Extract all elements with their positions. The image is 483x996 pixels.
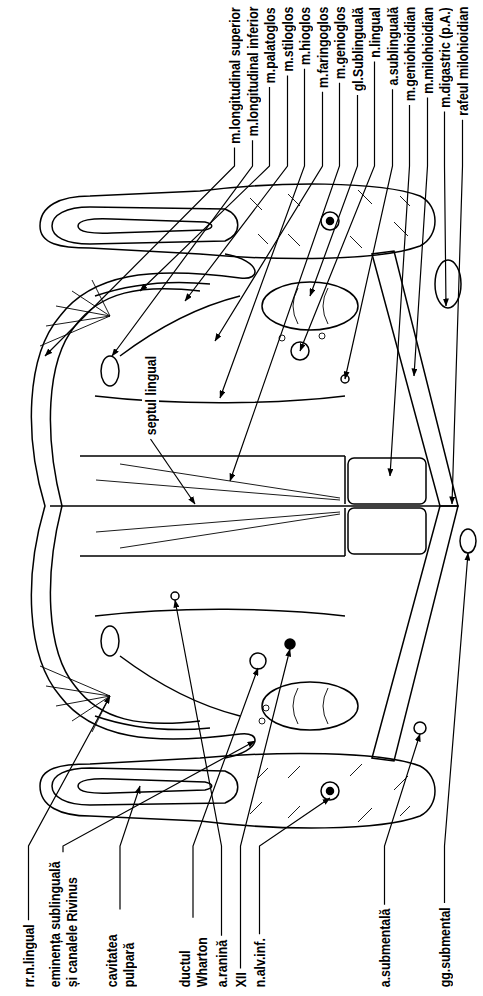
anatomy-label: cavitatea pulpară bbox=[103, 913, 137, 988]
leader-line bbox=[151, 439, 196, 504]
anatomy-label: XII bbox=[232, 971, 249, 988]
anatomy-label: a.sublinguală bbox=[384, 6, 401, 86]
leader-line bbox=[345, 89, 393, 379]
digastric-belly bbox=[435, 260, 461, 308]
anatomy-label: gg.submental bbox=[436, 906, 453, 988]
sublingual-fold bbox=[225, 254, 255, 278]
genioglossus-muscle bbox=[80, 456, 345, 504]
small-vessel bbox=[319, 333, 325, 339]
anatomy-label: m.hioglos bbox=[296, 6, 313, 66]
pulp-cavity bbox=[78, 219, 212, 233]
leader-line bbox=[112, 140, 253, 356]
anatomy-label: m.faringoglos bbox=[314, 6, 331, 89]
leader-line bbox=[385, 734, 421, 905]
anatomy-label: m.geniohioidian bbox=[401, 6, 418, 102]
anatomy-label: septul lingual bbox=[142, 355, 159, 436]
alveolar-canal bbox=[321, 212, 339, 230]
anatomy-label: rafeul milohioidian bbox=[454, 6, 471, 117]
ranine-artery bbox=[171, 592, 179, 600]
hypoglossal-nerve bbox=[285, 639, 295, 649]
leader-line bbox=[45, 148, 235, 356]
genioglossus-fibres bbox=[96, 464, 340, 500]
anatomy-label: gl.Sublinguală bbox=[349, 6, 366, 92]
geniohyoid-muscle bbox=[348, 458, 426, 504]
sublingual-gland bbox=[262, 282, 358, 330]
anatomy-label: a.ranină bbox=[213, 939, 230, 988]
left-half bbox=[40, 506, 458, 828]
leader-line bbox=[390, 105, 410, 476]
mylohyoid-muscle bbox=[372, 251, 458, 506]
tooth-outline bbox=[52, 207, 238, 244]
leader-line bbox=[260, 798, 331, 934]
anatomy-label: m.longitudinal inferior bbox=[244, 6, 261, 137]
alveolar-nerve bbox=[327, 218, 334, 225]
mandible-body bbox=[40, 184, 435, 258]
wharton-duct bbox=[250, 653, 266, 669]
styloglossus-muscle bbox=[120, 296, 240, 356]
lingual-septum bbox=[50, 505, 440, 507]
leader-line bbox=[300, 61, 375, 351]
anatomy-label: m.palatoglos bbox=[261, 6, 278, 84]
lingual-nerve-branches bbox=[40, 280, 110, 346]
leader-line bbox=[414, 98, 428, 376]
leader-line bbox=[241, 649, 291, 969]
anatomy-label: eminența sublinguală și canalele Rivinus bbox=[46, 855, 80, 988]
leader-line bbox=[63, 741, 255, 852]
submental-artery bbox=[414, 722, 426, 734]
bone-hatch bbox=[250, 190, 410, 248]
anatomy-label: rr.n.lingual bbox=[20, 923, 37, 988]
anatomy-label: a.submentală bbox=[376, 908, 393, 988]
anatomy-label: m.genioglos bbox=[331, 6, 348, 80]
submental-node bbox=[460, 529, 476, 553]
leader-line bbox=[445, 553, 469, 903]
leader-line bbox=[120, 786, 140, 910]
leader-line bbox=[230, 83, 340, 481]
rivinus-duct bbox=[259, 718, 265, 724]
anatomy-label: m.stiloglos bbox=[279, 6, 296, 73]
anatomy-label: ductul Wharton bbox=[176, 921, 210, 988]
anatomy-label: m.milohioidian bbox=[419, 6, 436, 94]
leader-line bbox=[452, 120, 463, 504]
right-half bbox=[40, 184, 458, 506]
anatomy-label: m.digastric (p.A.) bbox=[436, 6, 453, 108]
longitudinal-inferior bbox=[101, 356, 119, 386]
rivinus-duct bbox=[263, 705, 269, 711]
leader-line bbox=[175, 600, 222, 936]
anatomy-label: n.lingual bbox=[366, 6, 383, 58]
anatomy-label: n.alv.inf. bbox=[251, 937, 268, 988]
anatomy-label: m.longitudinal superior bbox=[226, 6, 243, 144]
leader-line bbox=[445, 112, 447, 307]
leader-line bbox=[193, 668, 258, 918]
